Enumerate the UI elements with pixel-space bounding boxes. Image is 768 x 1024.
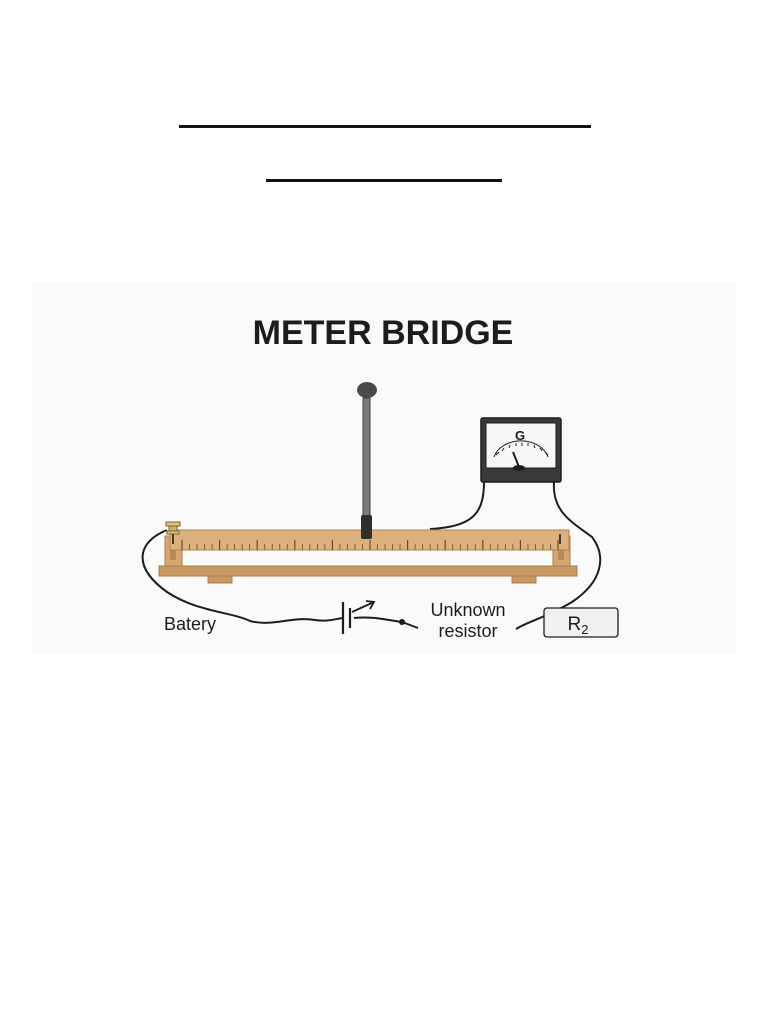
meter-bridge-diagram: METER BRIDGE bbox=[141, 314, 619, 641]
resistance-box-label: R2 bbox=[568, 614, 589, 637]
galvanometer-icon bbox=[480, 417, 562, 483]
wire-terminal-to-battery bbox=[141, 529, 344, 624]
resistance-box-letter: R bbox=[568, 614, 582, 635]
resistance-box-subscript: 2 bbox=[581, 622, 588, 637]
blank-line-top bbox=[179, 125, 591, 128]
blank-line-middle bbox=[266, 179, 502, 182]
end-post-right-slot bbox=[558, 550, 564, 560]
diagram-title: METER BRIDGE bbox=[253, 314, 514, 352]
base-foot-left bbox=[207, 575, 233, 584]
scale-ticks bbox=[181, 540, 559, 550]
wire-jockey-to-galvanometer bbox=[429, 481, 485, 530]
end-post-left-slot bbox=[170, 550, 176, 560]
unknown-resistor-label-line1: Unknown bbox=[430, 600, 505, 620]
wire-battery-to-node bbox=[353, 616, 403, 623]
jockey-probe-icon bbox=[357, 382, 377, 539]
battery-cell-icon bbox=[341, 600, 376, 634]
base-foot-right bbox=[511, 575, 537, 584]
binding-post-icon bbox=[165, 521, 181, 544]
battery-label: Batery bbox=[164, 614, 216, 634]
unknown-resistor-label-line2: resistor bbox=[438, 621, 497, 641]
base-board bbox=[158, 565, 578, 577]
galvanometer-label: G bbox=[515, 428, 525, 443]
wire-node-to-resistor bbox=[401, 621, 419, 629]
wire-galvanometer-to-resistor bbox=[515, 481, 602, 630]
meter-bridge-figure: METER BRIDGE bbox=[32, 282, 736, 654]
resistance-box bbox=[543, 607, 619, 638]
